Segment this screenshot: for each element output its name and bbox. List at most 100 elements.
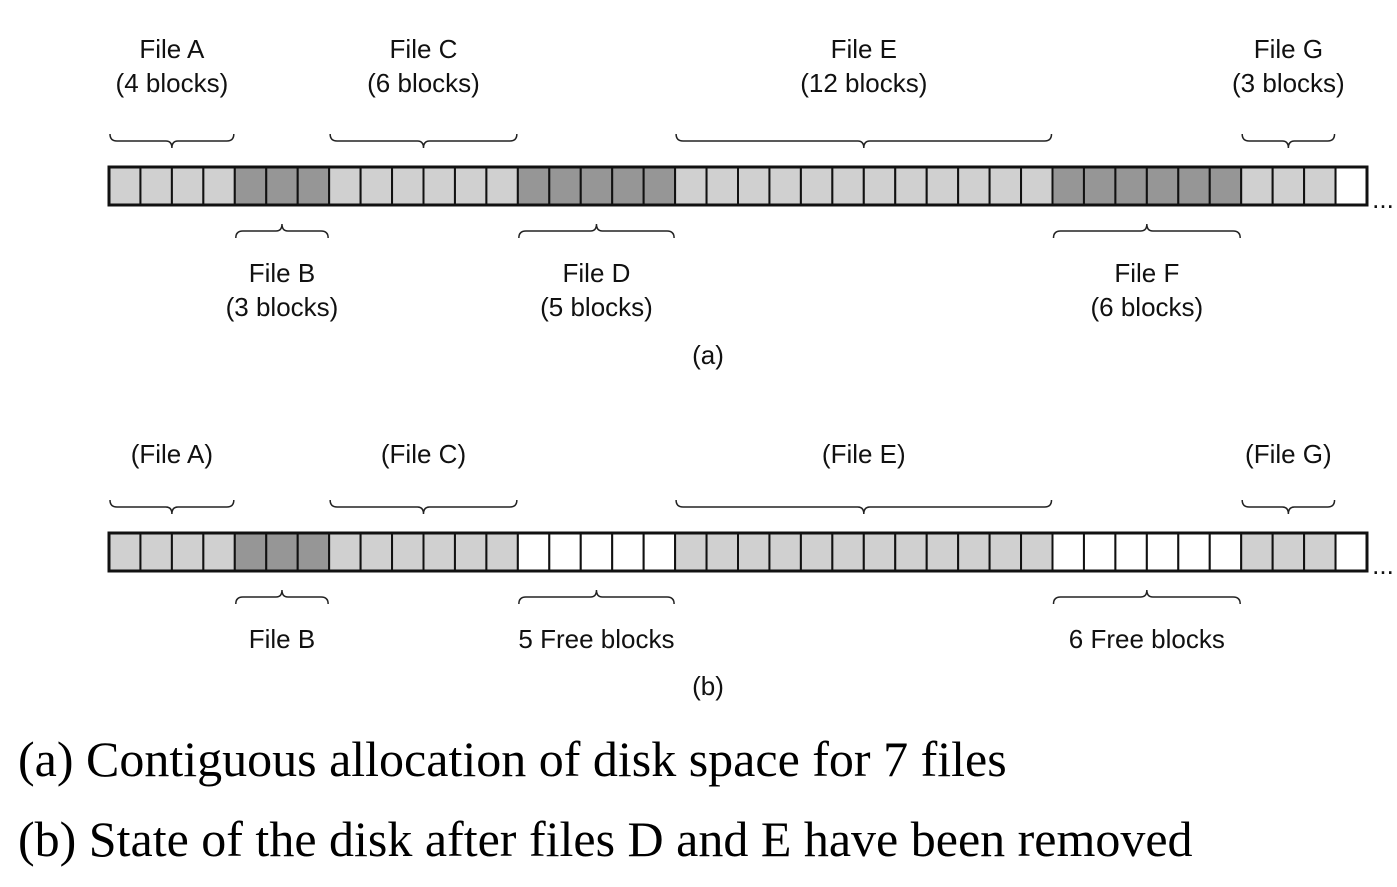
disk-block-light [957,166,991,206]
disk-block-light [1303,532,1337,572]
file-label: File B [249,624,315,654]
panel-a: ... File A (4 blocks) File C (6 blocks) File … [107,34,1394,370]
disk-block-light [422,166,456,206]
brace-top [109,499,235,515]
disk-block-light [894,532,928,572]
block-count-label: (6 blocks) [367,68,480,98]
disk-block-light [359,166,394,206]
disk-block-light [139,532,173,572]
disk-block-free [611,532,645,572]
block-count-label: (5 blocks) [540,292,653,322]
disk-block-light [1303,166,1337,206]
disk-block-light [1271,166,1306,206]
file-label: (File G) [1245,439,1332,469]
disk-block-dark [233,532,268,572]
block-count-label: (12 blocks) [800,68,927,98]
disk-block-light [705,166,739,206]
disk-block-free [1082,532,1117,572]
disk-block-light [799,166,834,206]
block-count-label: (6 blocks) [1090,292,1203,322]
brace-bottom [518,589,675,605]
disk-allocation-diagram: ... File A (4 blocks) File C (6 blocks) File … [107,34,1394,701]
file-label: File C [390,34,458,64]
disk-block-light [139,166,173,206]
disk-block-light [328,166,362,206]
brace-bottom [518,223,675,239]
disk-block-light [737,166,771,206]
disk-block-dark [516,166,551,206]
brace-top [675,499,1053,515]
panel-label: (a) [692,340,724,370]
disk-block-light [170,532,205,572]
disk-block-light [674,166,708,206]
disk-block-dark [1208,166,1243,206]
disk-block-dark [1177,166,1211,206]
brace-bottom [1052,589,1241,605]
caption-b: (b) State of the disk after files D and … [18,811,1193,867]
disk-block-dark [1114,166,1148,206]
file-label: (File A) [131,439,213,469]
brace-top [1241,499,1336,515]
disk-block-light [957,532,991,572]
disk-block-dark [548,166,582,206]
disk-block-dark [1145,166,1180,206]
panel-label: (b) [692,671,724,701]
brace-top [329,499,518,515]
disk-block-light [391,532,425,572]
disk-block-light [453,166,488,206]
disk-block-free [1208,532,1243,572]
brace-bottom [1052,223,1241,239]
file-label: File B [249,258,315,288]
disk-block-light [925,166,960,206]
file-label: (File C) [381,439,466,469]
disk-block-light [359,532,394,572]
brace-top [329,133,518,149]
disk-strip-outline [107,165,1369,207]
disk-block-light [988,532,1023,572]
file-label: (File E) [822,439,906,469]
disk-block-light [202,166,236,206]
brace-top [1241,133,1336,149]
brace-bottom [235,589,329,605]
disk-block-dark [233,166,268,206]
disk-block-free [1114,532,1148,572]
disk-block-light [831,166,865,206]
disk-block-dark [611,166,645,206]
disk-block-free [579,532,614,572]
disk-block-light [768,166,802,206]
continuation-ellipsis: ... [1372,184,1394,214]
continuation-ellipsis: ... [1372,550,1394,580]
disk-block-light [1271,532,1306,572]
disk-block-free [1145,532,1180,572]
disk-block-light [894,166,928,206]
disk-block-light [925,532,960,572]
disk-strip-outline [107,531,1369,573]
disk-block-free [1051,532,1085,572]
disk-block-free [516,532,551,572]
disk-block-dark [579,166,614,206]
disk-block-free [642,532,677,572]
disk-block-dark [1051,166,1085,206]
brace-bottom [235,223,329,239]
disk-block-light [862,532,897,572]
disk-block-dark [265,532,299,572]
disk-block-dark [1082,166,1117,206]
disk-block-light [108,532,142,572]
disk-block-free [548,532,582,572]
disk-block-light [453,532,488,572]
block-count-label: (4 blocks) [116,68,229,98]
disk-block-light [391,166,425,206]
disk-block-light [1240,532,1274,572]
file-label: File A [139,34,205,64]
disk-block-dark [265,166,299,206]
disk-block-light [485,532,519,572]
disk-block-light [202,532,236,572]
brace-top [109,133,235,149]
disk-block-free [1334,166,1369,206]
disk-block-light [170,166,205,206]
disk-block-light [1020,532,1054,572]
disk-block-light [674,532,708,572]
disk-block-light [108,166,142,206]
block-count-label: (3 blocks) [226,292,339,322]
file-label: 5 Free blocks [518,624,674,654]
